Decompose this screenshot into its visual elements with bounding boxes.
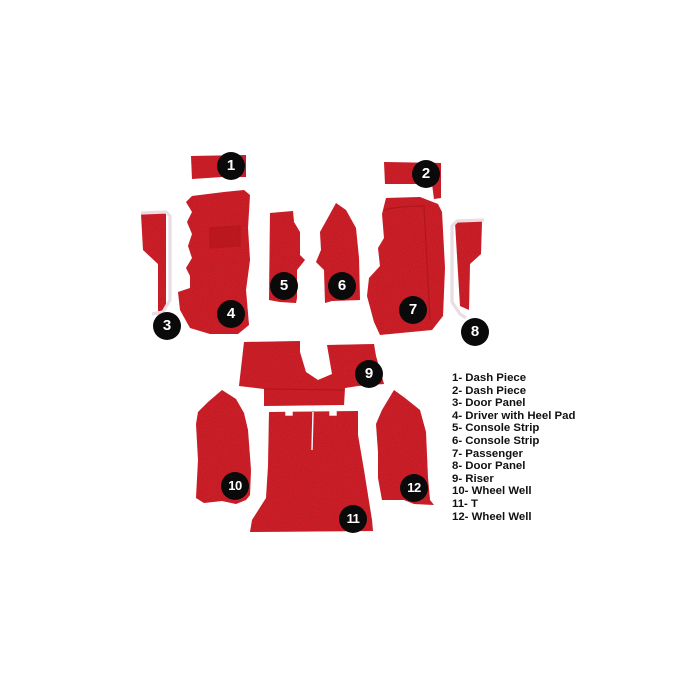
piece-11-t <box>250 411 373 532</box>
piece-8-trim <box>450 218 485 320</box>
legend-item: 11- T <box>452 497 478 510</box>
piece-9-riser <box>239 341 384 406</box>
piece-badge-4: 4 <box>217 300 245 328</box>
legend-item: 6- Console Strip <box>452 434 540 447</box>
legend-item: 8- Door Panel <box>452 460 526 473</box>
legend-item: 7- Passenger <box>452 447 523 460</box>
piece-badge-6: 6 <box>328 272 356 300</box>
piece-badge-2: 2 <box>412 160 440 188</box>
piece-badge-5: 5 <box>270 272 298 300</box>
piece-badge-1: 1 <box>217 152 245 180</box>
legend-item: 10- Wheel Well <box>452 485 532 498</box>
legend-item: 3- Door Panel <box>452 397 526 410</box>
legend-item: 1- Dash Piece <box>452 372 527 384</box>
piece-badge-7: 7 <box>399 296 427 324</box>
piece-badge-8: 8 <box>461 318 489 346</box>
piece-badge-12: 12 <box>400 474 428 502</box>
piece-8-door-panel <box>455 221 482 310</box>
legend-item: 5- Console Strip <box>452 422 540 435</box>
legend-item: 4- Driver with Heel Pad <box>452 409 576 422</box>
legend-item: 12- Wheel Well <box>452 510 532 523</box>
legend-item: 9- Riser <box>452 472 494 485</box>
piece-badge-11: 11 <box>339 505 367 533</box>
legend-item: 2- Dash Piece <box>452 384 527 397</box>
piece-badge-9: 9 <box>355 360 383 388</box>
piece-3-door-panel <box>141 213 166 315</box>
legend: 1- Dash Piece 2- Dash Piece 3- Door Pane… <box>452 372 575 523</box>
piece-badge-3: 3 <box>153 312 181 340</box>
piece-badge-10: 10 <box>221 472 249 500</box>
